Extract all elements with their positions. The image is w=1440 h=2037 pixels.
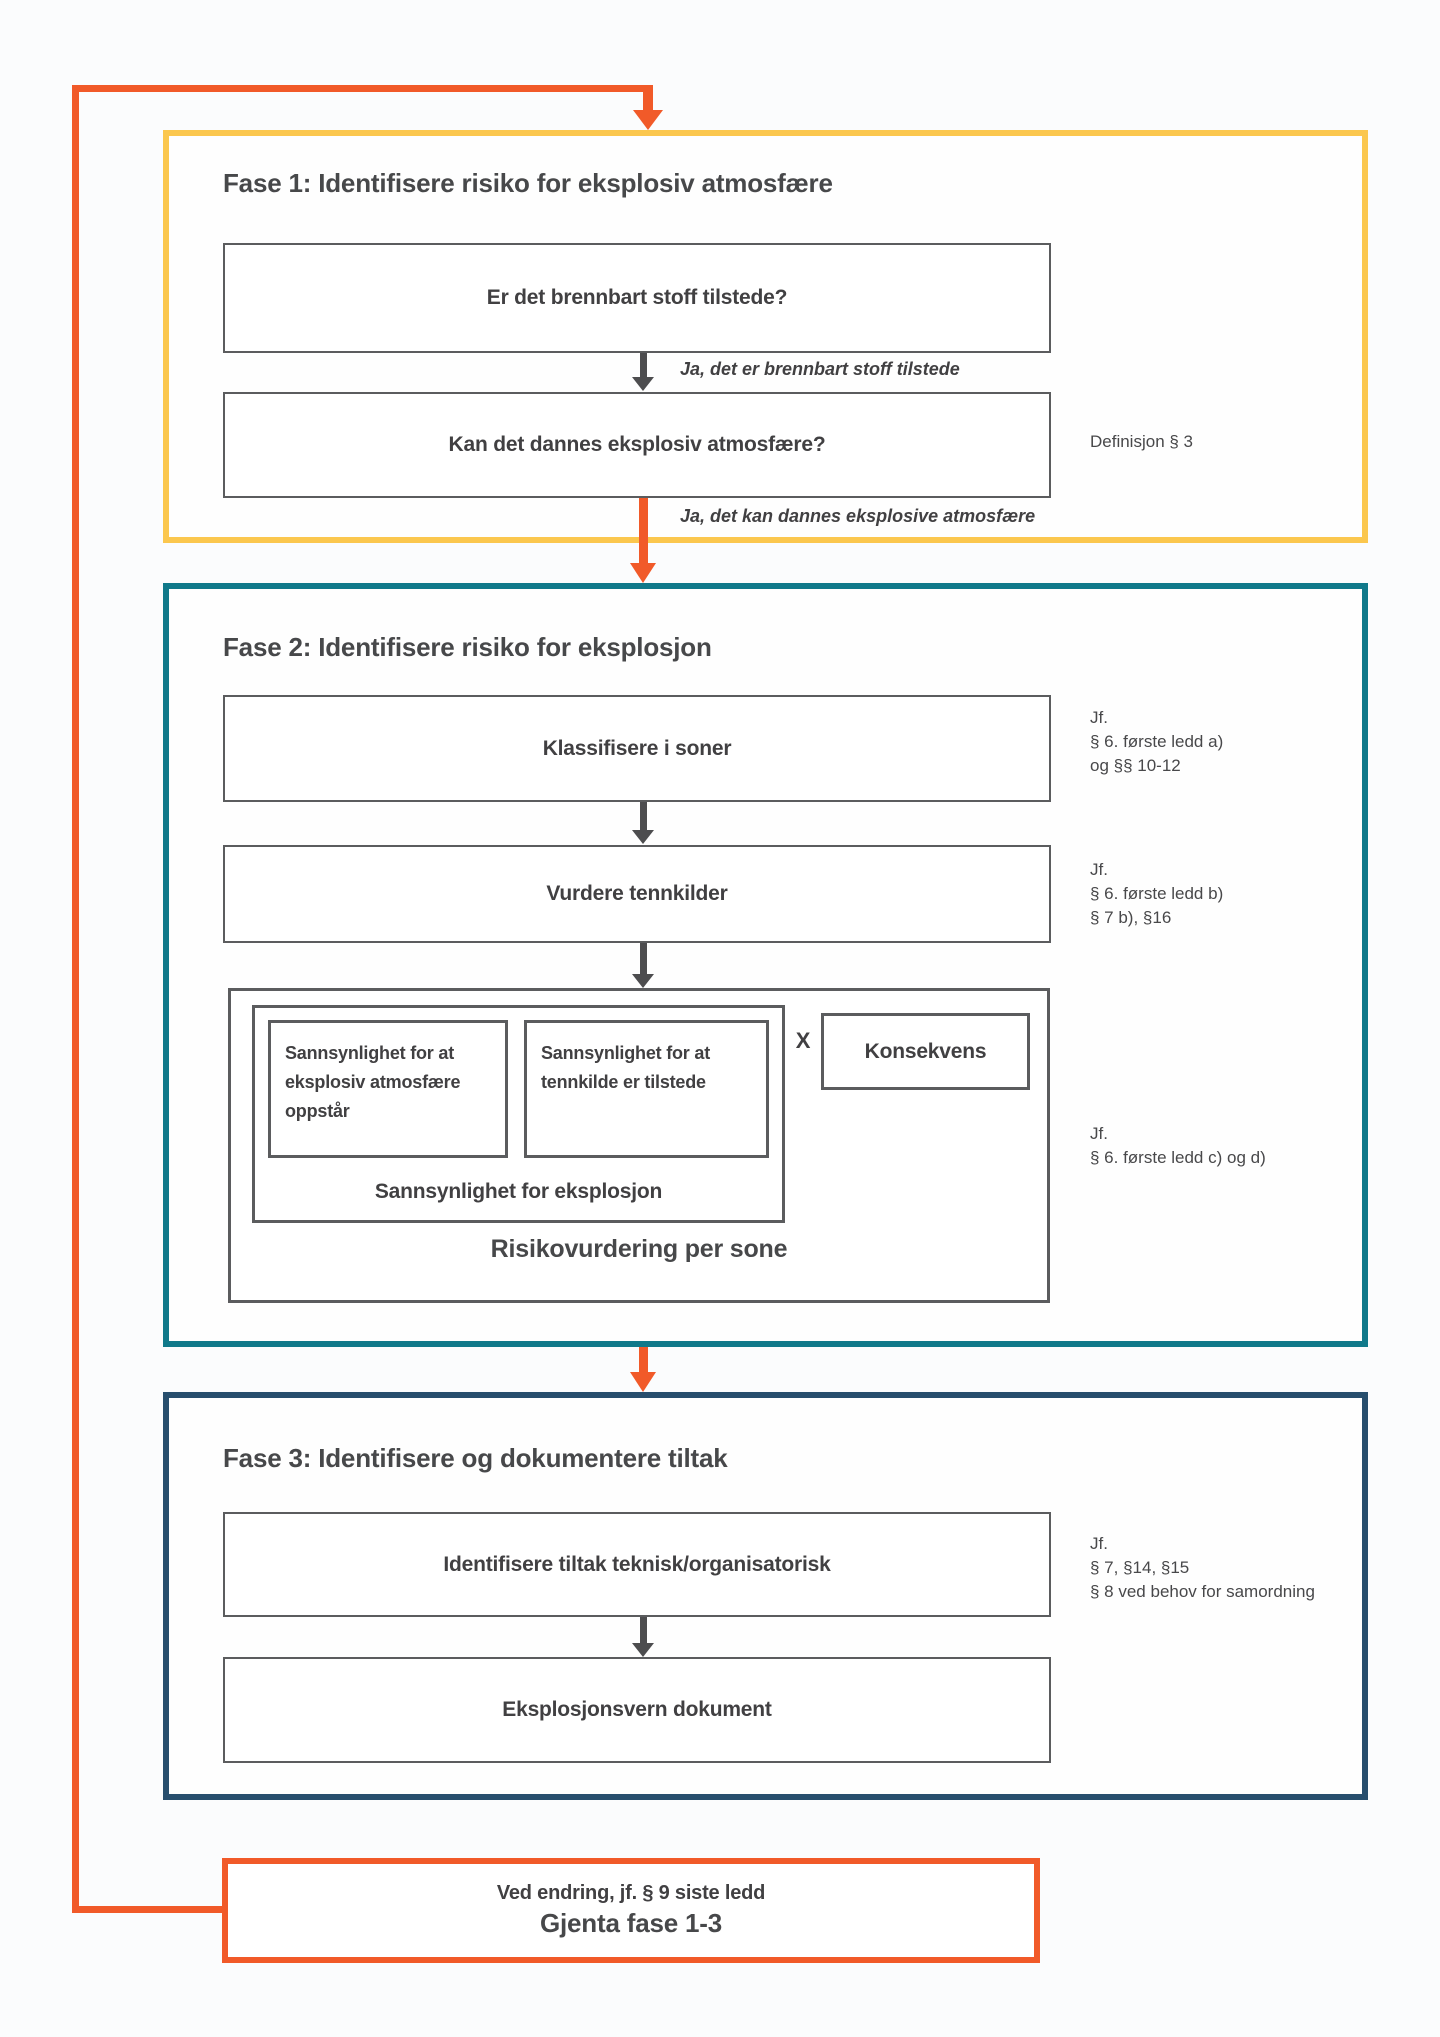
note-line: § 6. første ledd a) bbox=[1090, 732, 1224, 751]
phase1-arrow1-label: Ja, det er brennbart stoff tilstede bbox=[680, 359, 960, 379]
arrow-head-icon bbox=[632, 377, 654, 391]
phase1-question2-label: Kan det dannes eksplosiv atmosfære? bbox=[448, 433, 826, 456]
arrow-shaft bbox=[639, 1617, 647, 1643]
loop-box-action: Gjenta fase 1-3 bbox=[540, 1908, 722, 1938]
phase2-step2-box: Vurdere tennkilder bbox=[223, 845, 1051, 943]
phase3-step1-label: Identifisere tiltak teknisk/organisatori… bbox=[443, 1552, 831, 1576]
flow-arrow-step1-to-step2 bbox=[632, 802, 654, 844]
note-line: Jf. bbox=[1090, 708, 1108, 727]
loop-line-bottom bbox=[72, 1906, 228, 1913]
note-line: og §§ 10-12 bbox=[1090, 756, 1181, 775]
flow-arrow-phase2-to-phase3 bbox=[630, 1347, 656, 1392]
phase1-question2-box: Kan det dannes eksplosiv atmosfære? bbox=[223, 392, 1051, 498]
arrow-shaft bbox=[639, 943, 647, 974]
phase1-question1-label: Er det brennbart stoff tilstede? bbox=[486, 286, 788, 309]
phase1-title: Fase 1: Identifisere risiko for eksplosi… bbox=[223, 168, 833, 198]
phase2-step2-label: Vurdere tennkilder bbox=[546, 882, 728, 905]
loop-box-condition: Ved endring, jf. § 9 siste ledd bbox=[496, 1882, 766, 1904]
phase3-title: Fase 3: Identifisere og dokumentere tilt… bbox=[223, 1443, 728, 1473]
arrow-head-icon bbox=[630, 1372, 656, 1392]
note-line: § 6. første ledd b) bbox=[1090, 884, 1224, 903]
loop-line-left bbox=[72, 85, 79, 1913]
consequence-box: Konsekvens bbox=[821, 1013, 1030, 1090]
arrow-shaft bbox=[639, 353, 647, 377]
note-line: § 7 b), §16 bbox=[1090, 908, 1172, 927]
repeat-loop-box: Ved endring, jf. § 9 siste ledd Gjenta f… bbox=[222, 1858, 1040, 1963]
note-line: § 8 ved behov for samordning bbox=[1090, 1582, 1315, 1601]
note-line: § 6. første ledd c) og d) bbox=[1090, 1148, 1266, 1167]
phase2-step1-label: Klassifisere i soner bbox=[542, 736, 732, 760]
note-line: Jf. bbox=[1090, 860, 1108, 879]
probability1-label: Sannsynlighet for at eksplosiv atmosfære… bbox=[285, 1043, 461, 1121]
arrow-head-icon bbox=[632, 830, 654, 844]
arrow-shaft bbox=[638, 1347, 648, 1372]
phase1-question1-box: Er det brennbart stoff tilstede? bbox=[223, 243, 1051, 353]
phase2-step1-box: Klassifisere i soner bbox=[223, 695, 1051, 802]
flow-arrow-step2-to-risk bbox=[632, 943, 654, 988]
probability-group-label: Sannsynlighet for eksplosjon bbox=[374, 1180, 663, 1203]
probability2-label: Sannsynlighet for at tennkilde er tilste… bbox=[541, 1043, 711, 1092]
phase1-side-note-text: Definisjon § 3 bbox=[1090, 432, 1194, 451]
phase3-step2-box: Eksplosjonsvern dokument bbox=[223, 1657, 1051, 1763]
note-line: Jf. bbox=[1090, 1534, 1108, 1553]
phase2-note1: Jf. § 6. første ledd a) og §§ 10-12 bbox=[1090, 706, 1380, 778]
phase2-title: Fase 2: Identifisere risiko for eksplosj… bbox=[223, 632, 712, 662]
phase1-arrow2-label: Ja, det kan dannes eksplosive atmosfære bbox=[680, 506, 1036, 526]
phase2-note2: Jf. § 6. første ledd b) § 7 b), §16 bbox=[1090, 858, 1380, 930]
risk-assessment-label: Risikovurdering per sone bbox=[490, 1235, 788, 1263]
phase3-note1: Jf. § 7, §14, §15 § 8 ved behov for samo… bbox=[1090, 1532, 1380, 1604]
arrow-head-icon bbox=[632, 974, 654, 988]
note-line: § 7, §14, §15 bbox=[1090, 1558, 1190, 1577]
consequence-label: Konsekvens bbox=[864, 1039, 987, 1063]
arrow-head-icon bbox=[632, 1643, 654, 1657]
arrow-shaft bbox=[643, 85, 653, 110]
phase3-step2-label: Eksplosjonsvern dokument bbox=[502, 1698, 772, 1721]
flow-arrow-tiltak-to-dokument bbox=[632, 1617, 654, 1657]
arrow-shaft bbox=[639, 802, 647, 830]
probability2-box: Sannsynlighet for at tennkilde er tilste… bbox=[524, 1020, 769, 1158]
flow-arrow-phase1-to-phase2 bbox=[630, 498, 656, 583]
note-line: Jf. bbox=[1090, 1124, 1108, 1143]
arrow-head-icon bbox=[630, 563, 656, 583]
phase1-side-note: Definisjon § 3 bbox=[1090, 430, 1380, 454]
probability1-box: Sannsynlighet for at eksplosiv atmosfære… bbox=[268, 1020, 508, 1158]
arrow-head-icon bbox=[633, 110, 663, 130]
loop-arrow-into-phase1 bbox=[633, 85, 663, 130]
arrow-shaft bbox=[638, 498, 648, 563]
loop-line-top bbox=[72, 85, 653, 92]
flow-arrow-q1-to-q2 bbox=[632, 353, 654, 391]
phase3-step1-box: Identifisere tiltak teknisk/organisatori… bbox=[223, 1512, 1051, 1617]
multiply-sign: X bbox=[795, 1028, 811, 1053]
phase2-note3: Jf. § 6. første ledd c) og d) bbox=[1090, 1122, 1380, 1170]
